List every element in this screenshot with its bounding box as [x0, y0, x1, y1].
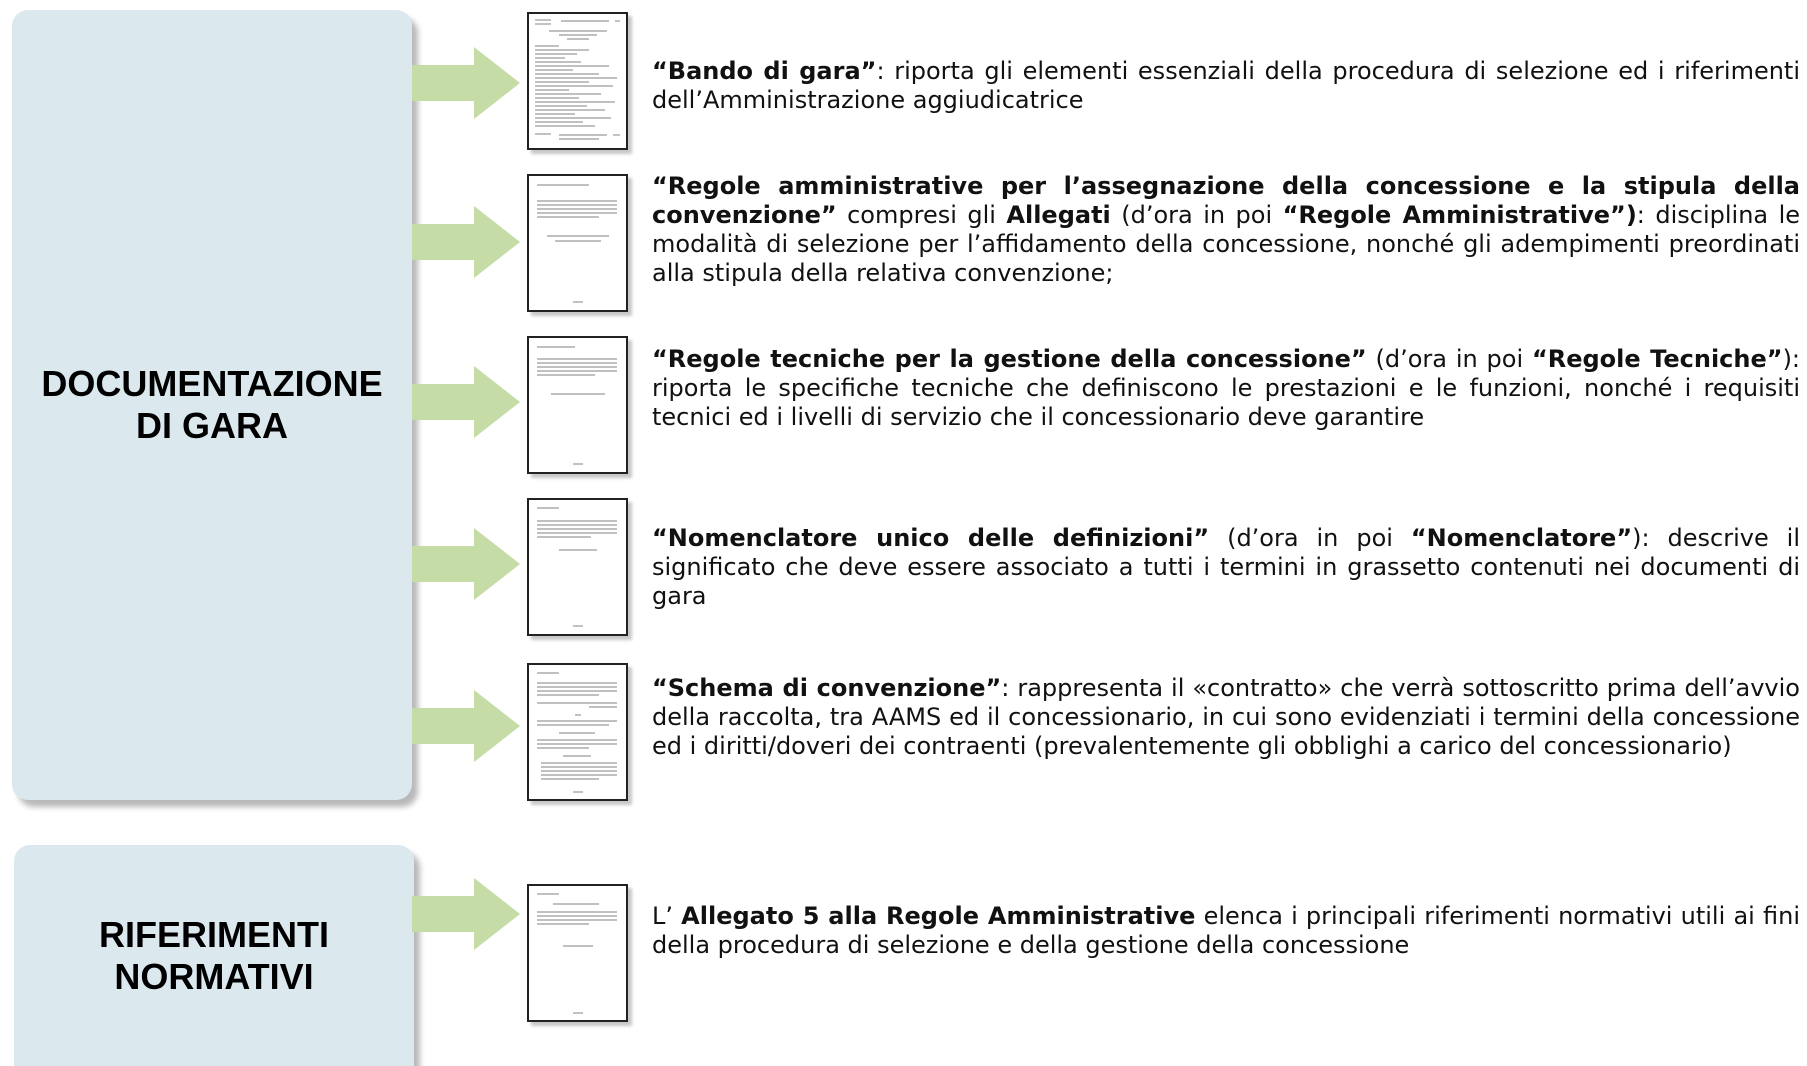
arrow-right-icon	[412, 366, 520, 438]
arrow-right-icon	[412, 528, 520, 600]
document-thumbnail-nomenclatore	[527, 498, 628, 636]
document-thumbnail-bando	[527, 12, 628, 150]
nomenclatore-title: “Nomenclatore unico delle definizioni”	[652, 524, 1210, 552]
description-nomenclatore: “Nomenclatore unico delle definizioni” (…	[652, 524, 1800, 611]
nomenclatore-text-1: (d’ora in poi	[1209, 524, 1411, 552]
regole-tecniche-title: “Regole tecniche per la gestione della c…	[652, 345, 1367, 373]
allegato-5-prefix: L’	[652, 902, 682, 930]
regole-amministrative-text-3: : disciplina le modalità di selezione pe…	[652, 201, 1801, 287]
regole-tecniche-short-name: “Regole Tecniche”	[1531, 345, 1783, 373]
arrow-right-icon	[412, 47, 520, 119]
description-allegato-5: L’ Allegato 5 alla Regole Amministrative…	[652, 902, 1800, 960]
arrow-right-icon	[412, 206, 520, 278]
arrow-right-icon	[412, 878, 520, 950]
documentazione-di-gara-panel: DOCUMENTAZIONE DI GARA	[12, 10, 412, 800]
allegato-5-text: elenca i principali riferimenti normativ…	[652, 902, 1800, 959]
schema-convenzione-text: : rappresenta il «contratto» che verrà s…	[652, 674, 1800, 760]
regole-amministrative-title: “Regole amministrative per l’assegnazion…	[652, 172, 1800, 229]
regole-amministrative-text-2: (d’ora in poi	[1110, 201, 1283, 229]
regole-tecniche-text-2: ): riporta le specifiche tecniche che de…	[652, 345, 1801, 431]
regole-amministrative-text-1: compresi gli	[836, 201, 1007, 229]
regole-amministrative-short-name: “Regole Amministrative”)	[1282, 201, 1637, 229]
document-thumbnail-regole-tecniche	[527, 336, 628, 474]
arrow-right-icon	[412, 690, 520, 762]
description-schema-convenzione: “Schema di convenzione”: rappresenta il …	[652, 674, 1800, 761]
bando-text: : riporta gli elementi essenziali della …	[652, 57, 1801, 114]
regole-tecniche-text-1: (d’ora in poi	[1366, 345, 1532, 373]
description-bando-di-gara: “Bando di gara”: riporta gli elementi es…	[652, 57, 1800, 115]
allegato-5-title: Allegato 5 alla Regole Amministrative	[681, 902, 1196, 930]
riferimenti-normativi-panel: RIFERIMENTI NORMATIVI	[14, 845, 414, 1066]
nomenclatore-short-name: “Nomenclatore”	[1410, 524, 1633, 552]
allegati-label: Allegati	[1006, 201, 1111, 229]
riferimenti-normativi-title: RIFERIMENTI NORMATIVI	[99, 913, 329, 997]
bando-title: “Bando di gara”	[652, 57, 877, 85]
description-regole-amministrative: “Regole amministrative per l’assegnazion…	[652, 172, 1800, 288]
nomenclatore-text-2: ): descrive il significato che deve esse…	[652, 524, 1801, 610]
document-thumbnail-schema-convenzione	[527, 663, 628, 801]
description-regole-tecniche: “Regole tecniche per la gestione della c…	[652, 345, 1800, 432]
document-thumbnail-regole-amministrative	[527, 174, 628, 312]
documentazione-di-gara-title: DOCUMENTAZIONE DI GARA	[41, 363, 383, 446]
document-thumbnail-allegato-5	[527, 884, 628, 1022]
schema-convenzione-title: “Schema di convenzione”	[652, 674, 1002, 702]
